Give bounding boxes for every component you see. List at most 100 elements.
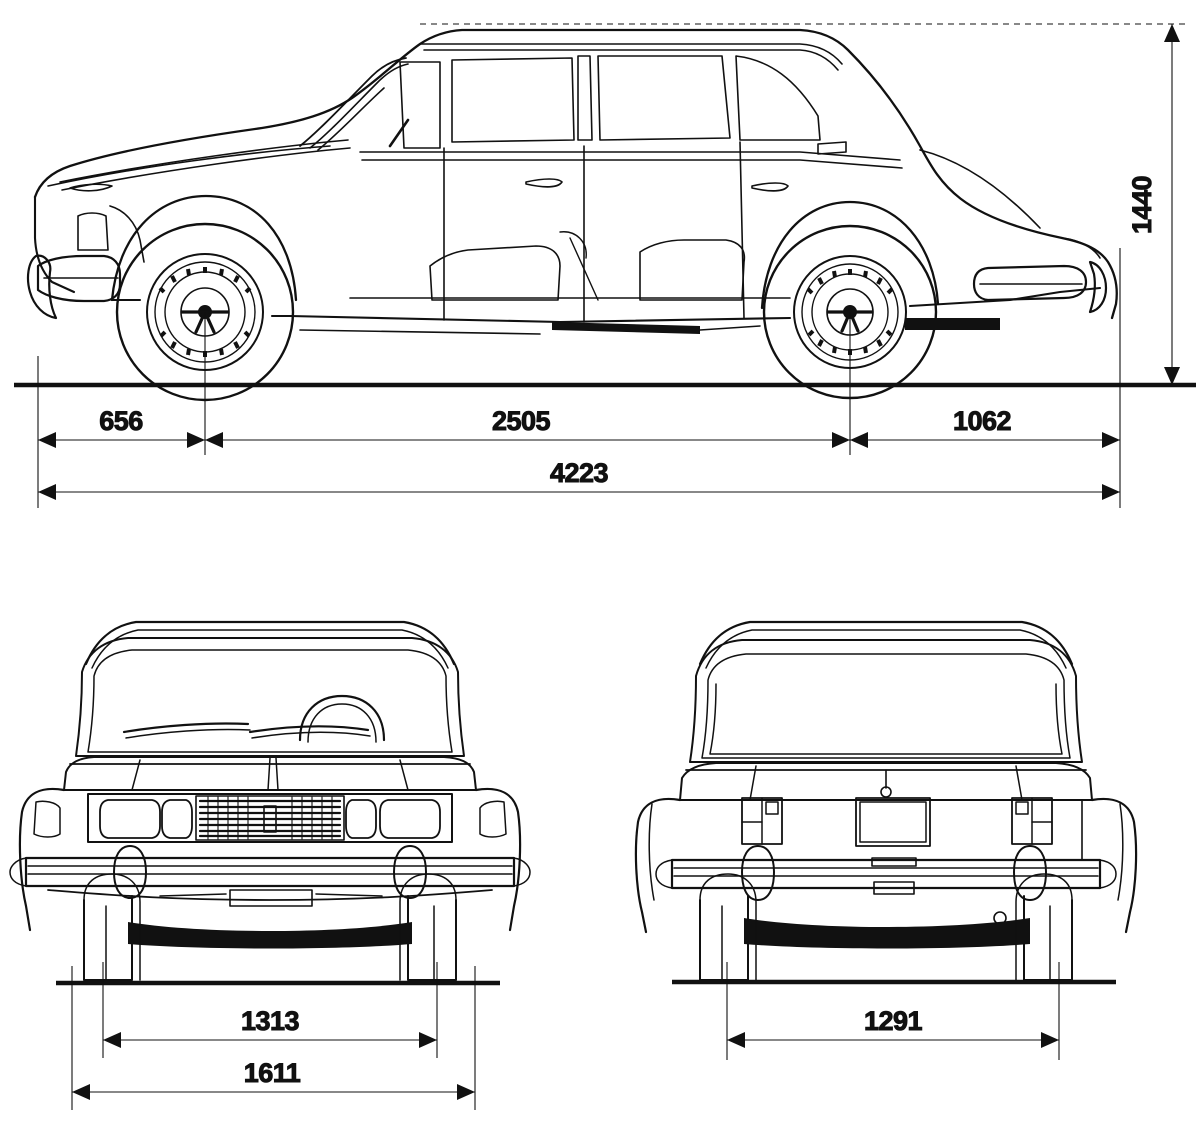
rear-bumper-end-right [1099, 859, 1117, 889]
side-trunk-shut [919, 149, 1041, 229]
side-underbody-shadow-2 [905, 318, 1000, 330]
rear-window-glass-2 [709, 683, 1063, 755]
side-front-seat [429, 245, 561, 301]
front-rim-slots [158, 267, 252, 357]
side-door-handle-front [525, 178, 563, 188]
arrow-1611-right [457, 1084, 475, 1100]
side-beltline-2 [61, 147, 903, 191]
dim-overall-length: 4223 [550, 458, 609, 488]
front-grille-surround [87, 793, 453, 843]
rear-view [634, 620, 1138, 981]
front-hood-center-rib [267, 757, 271, 791]
rear-rim-slots [806, 269, 894, 355]
dim-front-track: 1313 [241, 1006, 300, 1036]
front-license-plate [229, 889, 313, 907]
arrow-656-left [38, 432, 56, 448]
rear-taillight-left [741, 797, 783, 845]
rear-bumper-end-left [655, 859, 673, 889]
rear-taillight-left-lens [765, 801, 779, 815]
side-rear-overrider [1088, 260, 1108, 314]
side-wiper-arm [388, 118, 410, 148]
side-roof-rail [419, 43, 843, 65]
dim-overall-width: 1611 [244, 1058, 301, 1088]
side-front-door-window [451, 57, 575, 143]
arrow-4223-left [38, 484, 56, 500]
front-wiper-left [122, 722, 250, 734]
front-tyre-right [407, 895, 457, 981]
rear-license-plate [855, 797, 931, 847]
arrow-1313-left [103, 1032, 121, 1048]
side-fender-vent [69, 183, 113, 192]
front-body-right [474, 787, 522, 932]
side-underbody-shadow [552, 322, 700, 334]
rear-quarter-crease-l [648, 803, 655, 901]
rear-taillight-right-lens [1015, 801, 1029, 815]
front-windshield-frame [75, 637, 465, 757]
side-front-overrider [26, 254, 58, 320]
arrow-656-right [187, 432, 205, 448]
rear-body-left [634, 797, 682, 934]
side-view [26, 28, 1118, 402]
arrow-1611-left [72, 1084, 90, 1100]
side-roof-rail-2 [423, 49, 839, 71]
arrow-2505-left [205, 432, 223, 448]
dim-front-overhang: 656 [99, 406, 143, 436]
side-windshield-inner2 [317, 87, 385, 151]
side-rear-lamp [1061, 237, 1101, 259]
rear-plate-inner [859, 801, 927, 843]
rear-lock-cylinder [880, 786, 892, 798]
front-headlight-inner-left [161, 799, 193, 839]
rear-body-right [1090, 797, 1138, 934]
front-bumper-end-left [9, 857, 27, 887]
dim-wheelbase: 2505 [492, 406, 551, 436]
front-roof [84, 620, 456, 666]
front-headlight-inner-right [345, 799, 377, 839]
arrow-2505-right [832, 432, 850, 448]
front-plate-line-l [159, 893, 227, 897]
rear-overrider-right [1013, 845, 1047, 901]
front-valance [47, 889, 493, 901]
front-tyre-left-arch [83, 873, 141, 981]
rear-window-frame [689, 639, 1083, 763]
front-wiper-left-2 [125, 728, 251, 739]
side-windshield-inner [309, 63, 409, 149]
rear-overrider-left [741, 845, 775, 901]
side-mirror [817, 141, 847, 155]
side-rear-door-window [597, 55, 731, 141]
front-wiper-right [248, 725, 370, 734]
front-dimension-block: 1313 1611 [56, 962, 500, 1110]
side-c-pillar [735, 55, 821, 141]
side-dimension-block: 656 2505 1062 4223 1440 [14, 23, 1196, 508]
side-vent-window [399, 61, 441, 149]
rear-trunk-crease-r [1015, 765, 1023, 801]
side-grille-edge [109, 205, 145, 263]
arrow-4223-right [1102, 484, 1120, 500]
dim-rear-track: 1291 [864, 1006, 923, 1036]
rear-roof-2 [705, 629, 1067, 669]
side-rocker-lower [299, 325, 761, 335]
front-wheel-arch [110, 194, 298, 302]
front-headlight-outer-left [99, 799, 161, 839]
side-windshield [299, 57, 407, 147]
rear-window-glass [701, 653, 1071, 759]
side-steering-wheel [559, 231, 587, 259]
front-grille-panel [195, 795, 345, 841]
front-steering-wheel [298, 694, 386, 742]
rear-roof [698, 620, 1074, 666]
front-windshield-glass [87, 649, 453, 753]
dim-overall-height: 1440 [1127, 176, 1157, 234]
front-body-left [18, 787, 66, 932]
rear-tyre-left-arch [699, 873, 757, 981]
side-beltline [59, 139, 901, 183]
front-hood-crease-l [131, 759, 141, 791]
arrow-1291-left [727, 1032, 745, 1048]
front-tyre-left [83, 895, 133, 981]
front-grille-verticals [207, 796, 333, 840]
front-grille-slats [198, 799, 342, 838]
front-tyre-right-arch [399, 873, 457, 981]
dim-rear-overhang: 1062 [953, 406, 1011, 436]
front-hood [63, 756, 477, 791]
rear-fuel-detail [871, 857, 917, 867]
side-rear-seat [639, 239, 746, 301]
